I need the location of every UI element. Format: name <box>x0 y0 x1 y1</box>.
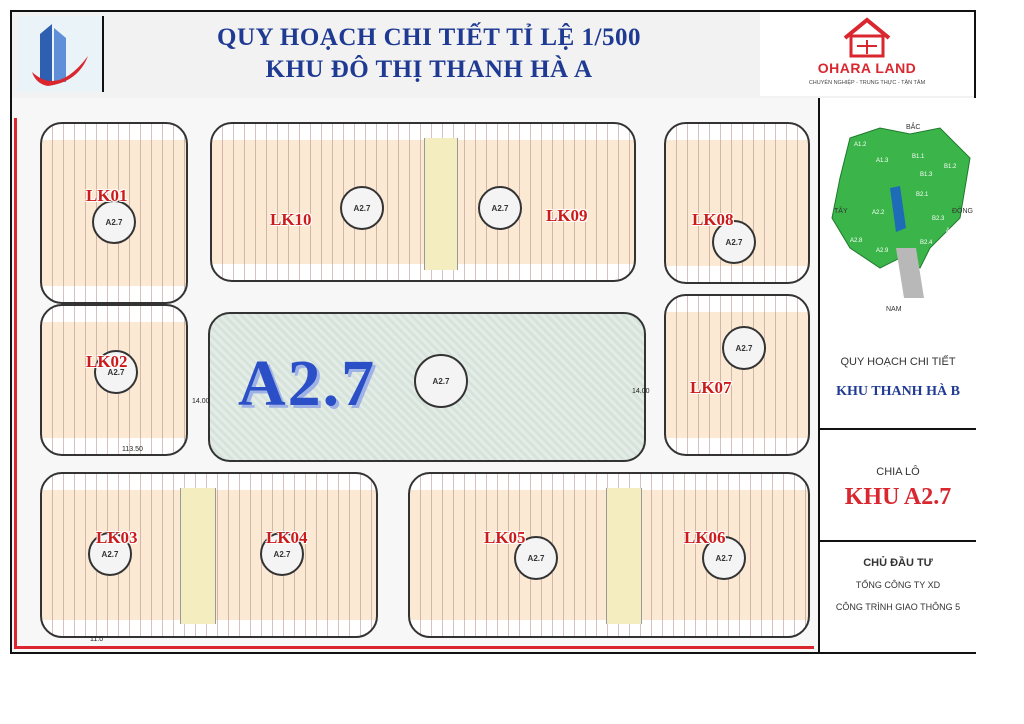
inset-parcel: B1.3 <box>920 172 933 178</box>
green-strip <box>180 488 216 624</box>
compass-west: TÂY <box>834 208 848 215</box>
block-lk01[interactable]: A2.7 LK01 <box>40 122 188 304</box>
road-dimension: 14.00 <box>632 388 650 395</box>
division-zone: A2.7 <box>903 484 952 510</box>
green-parcel: A2.7 <box>712 220 756 264</box>
road-dimension: 14.00 <box>192 398 210 405</box>
developer-logo <box>18 16 104 92</box>
green-parcel: A2.7 <box>414 354 468 408</box>
green-parcel: A2.7 <box>94 350 138 394</box>
green-parcel: A2.7 <box>92 200 136 244</box>
title-line-2: KHU ĐÔ THỊ THANH HÀ A <box>265 56 593 83</box>
block-label: LK06 <box>684 528 726 547</box>
inset-parcel: B2.3 <box>932 216 945 222</box>
inset-parcel: A1.3 <box>876 158 889 164</box>
block-lk10-lk09[interactable]: A2.7 A2.7 LK10 LK09 <box>210 122 636 282</box>
green-parcel: A2.7 <box>88 532 132 576</box>
green-parcel: A2.7 <box>260 532 304 576</box>
compass-east: ĐÔNG <box>952 208 973 215</box>
inset-map-section: BẮC NAM TÂY ĐÔNG A1.2 A1.3 B1.1 B1.2 B1.… <box>820 98 976 332</box>
block-lk07[interactable]: A2.7 LK07 <box>664 294 810 456</box>
boundary-line-left <box>14 118 17 648</box>
block-label: LK02 <box>86 352 128 371</box>
inset-parcel: A2.2 <box>872 210 885 216</box>
brand-logo: OHARA LAND CHUYÊN NGHIỆP - TRUNG THỰC - … <box>760 12 974 96</box>
boundary-line-bottom <box>14 646 814 649</box>
brand-name: OHARA LAND <box>817 60 917 76</box>
lot-dimension: 11.0 <box>90 636 104 643</box>
block-lk03-lk04[interactable]: A2.7 A2.7 LK03 LK04 <box>40 472 378 638</box>
location-inset-map[interactable] <box>820 98 976 332</box>
block-lk02[interactable]: A2.7 LK02 <box>40 304 188 456</box>
site-plan-map: A2.7 LK01 A2.7 A2.7 LK10 LK09 A2.7 LK08 … <box>12 98 818 652</box>
block-lk05-lk06[interactable]: A2.7 A2.7 LK05 LK06 <box>408 472 810 638</box>
division-zone-prefix: KHU <box>844 484 900 510</box>
division-heading: CHIA LÔ <box>876 466 920 478</box>
inset-parcel: A2.9 <box>876 248 889 254</box>
plan-section: QUY HOẠCH CHI TIẾT KHU THANH HÀ B <box>820 332 976 430</box>
brand-tagline: CHUYÊN NGHIỆP - TRUNG THỰC - TẬN TÂM <box>808 80 926 86</box>
plan-heading: QUY HOẠCH CHI TIẾT <box>840 356 956 368</box>
compass-north: BẮC <box>906 124 921 131</box>
info-sidebar: BẮC NAM TÂY ĐÔNG A1.2 A1.3 B1.1 B1.2 B1.… <box>818 98 976 652</box>
plan-area: KHU THANH HÀ B <box>836 384 960 399</box>
green-parcel: A2.7 <box>722 326 766 370</box>
title-block: QUY HOẠCH CHI TIẾT TỈ LỆ 1/500 KHU ĐÔ TH… <box>104 12 754 96</box>
green-parcel: A2.7 <box>478 186 522 230</box>
inset-parcel: A1.2 <box>854 142 867 148</box>
inset-parcel: B1.1 <box>912 154 925 160</box>
block-label: LK08 <box>692 210 734 229</box>
title-line-1: QUY HOẠCH CHI TIẾT TỈ LỆ 1/500 <box>217 24 641 51</box>
compass-south: NAM <box>886 306 902 313</box>
block-label: LK01 <box>86 186 128 205</box>
block-label: LK03 <box>96 528 138 547</box>
block-label: LK04 <box>266 528 308 547</box>
division-section: CHIA LÔ KHU A2.7 <box>820 430 976 542</box>
lot-dimension: 113.50 <box>122 446 143 453</box>
green-parcel: A2.7 <box>702 536 746 580</box>
block-label: LK05 <box>484 528 526 547</box>
house-icon <box>843 17 891 58</box>
investor-line-2: CÔNG TRÌNH GIAO THÔNG 5 <box>835 602 961 612</box>
inset-parcel: A2.3 <box>946 228 959 234</box>
developer-logo-icon <box>32 24 88 86</box>
central-park-area[interactable]: A2.7 <box>208 312 646 462</box>
investor-line-1: TỔNG CÔNG TY XD <box>855 580 941 590</box>
block-lk08[interactable]: A2.7 LK08 <box>664 122 810 284</box>
green-strip <box>606 488 642 624</box>
block-label: LK07 <box>690 378 732 397</box>
inset-parcel: A2.8 <box>850 238 863 244</box>
green-parcel: A2.7 <box>340 186 384 230</box>
green-strip <box>424 138 458 270</box>
investor-section: CHỦ ĐẦU TƯ TỔNG CÔNG TY XD CÔNG TRÌNH GI… <box>820 542 976 652</box>
plan-frame: QUY HOẠCH CHI TIẾT TỈ LỆ 1/500 KHU ĐÔ TH… <box>10 10 976 654</box>
inset-parcel: B1.2 <box>944 164 957 170</box>
block-label: LK09 <box>546 206 588 225</box>
investor-heading: CHỦ ĐẦU TƯ <box>863 557 933 569</box>
block-label: LK10 <box>270 210 312 229</box>
green-parcel: A2.7 <box>514 536 558 580</box>
zone-label: A2.7 <box>238 347 377 420</box>
inset-parcel: B2.4 <box>920 240 933 246</box>
inset-parcel: B2.1 <box>916 192 929 198</box>
title-bar: QUY HOẠCH CHI TIẾT TỈ LỆ 1/500 KHU ĐÔ TH… <box>12 12 974 100</box>
